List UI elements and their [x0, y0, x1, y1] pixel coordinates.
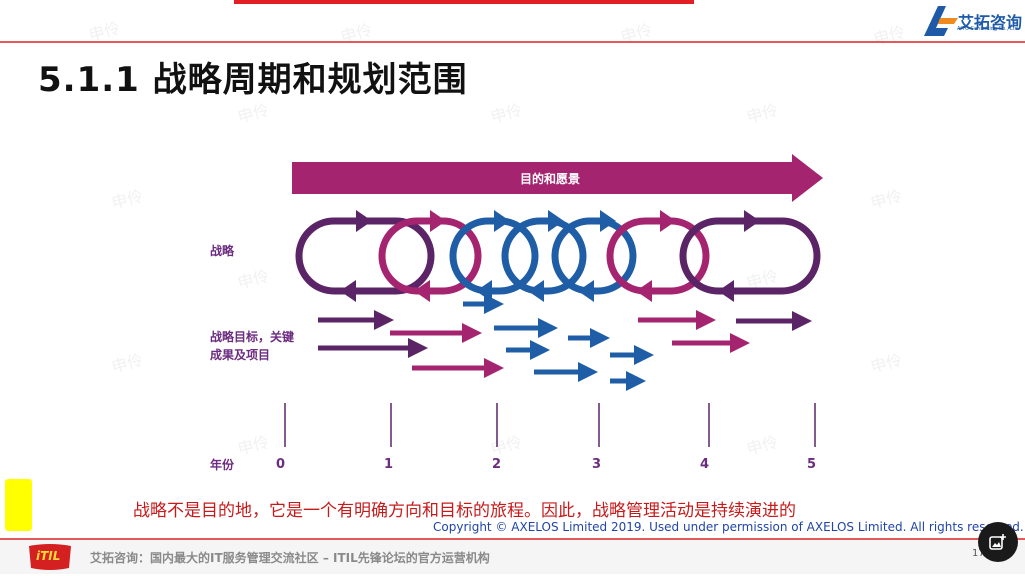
year-value: 1: [384, 457, 394, 472]
logo-subtext: AITO Consulting Co., Ltd.: [957, 26, 1020, 32]
year-value: 2: [492, 457, 502, 472]
year-value: 4: [700, 457, 710, 472]
loop-arrowhead: [356, 210, 372, 232]
objective-arrows: [318, 294, 812, 391]
strategy-loops: [295, 217, 821, 295]
loop-arrowhead: [494, 210, 510, 232]
add-photo-button[interactable]: [978, 522, 1018, 562]
add-photo-icon: [989, 534, 1006, 550]
title-divider: [0, 41, 1025, 43]
year-ticks: [284, 403, 816, 447]
strategy-label: 战略: [210, 244, 235, 258]
loop-arrowhead: [528, 280, 544, 302]
objectives-label: 战略目标，关键成果及项目: [210, 330, 295, 362]
slide-title: 5.1.1 战略周期和规划范围: [38, 60, 468, 100]
footer-text: 艾拓咨询：国内最大的IT服务管理交流社区 – ITIL先锋论坛的官方运营机构: [90, 551, 490, 565]
vision-label: 目的和愿景: [520, 172, 581, 186]
strategy-loop: [606, 217, 710, 295]
top-red-bar: [234, 0, 694, 4]
tagline-text: 战略不是目的地，它是一个有明确方向和目标的旅程。因此，战略管理活动是持续演进的: [133, 501, 796, 521]
loop-arrowhead: [744, 210, 760, 232]
loop-arrowheads: [340, 210, 760, 302]
year-value: 3: [592, 457, 602, 472]
loop-arrowhead: [476, 280, 492, 302]
logo-text: 艾拓咨询: [958, 13, 1023, 32]
itil-badge-icon: iTIL: [27, 542, 73, 572]
aito-logo-icon: [924, 6, 958, 36]
year-value: 5: [807, 457, 817, 472]
loop-arrowhead: [548, 210, 564, 232]
vision-arrow: [292, 154, 823, 202]
strategy-loop: [295, 217, 435, 295]
page-number: 17: [972, 548, 985, 559]
loop-arrowhead: [600, 210, 616, 232]
loop-arrowhead: [340, 280, 356, 302]
copyright-text: Copyright © AXELOS Limited 2019. Used un…: [433, 520, 1024, 534]
loop-arrowhead: [414, 280, 430, 302]
footer-divider: [0, 538, 1025, 540]
loop-arrowhead: [430, 210, 446, 232]
footer-bar: [0, 540, 1025, 574]
loop-arrowhead: [578, 280, 594, 302]
itil-badge-text: iTIL: [36, 549, 61, 563]
loop-arrowhead: [636, 280, 652, 302]
year-value: 0: [276, 457, 286, 472]
year-label: 年份: [210, 458, 235, 472]
loop-arrowhead: [718, 280, 734, 302]
loop-arrowhead: [660, 210, 676, 232]
yellow-side-tab[interactable]: [5, 479, 32, 531]
